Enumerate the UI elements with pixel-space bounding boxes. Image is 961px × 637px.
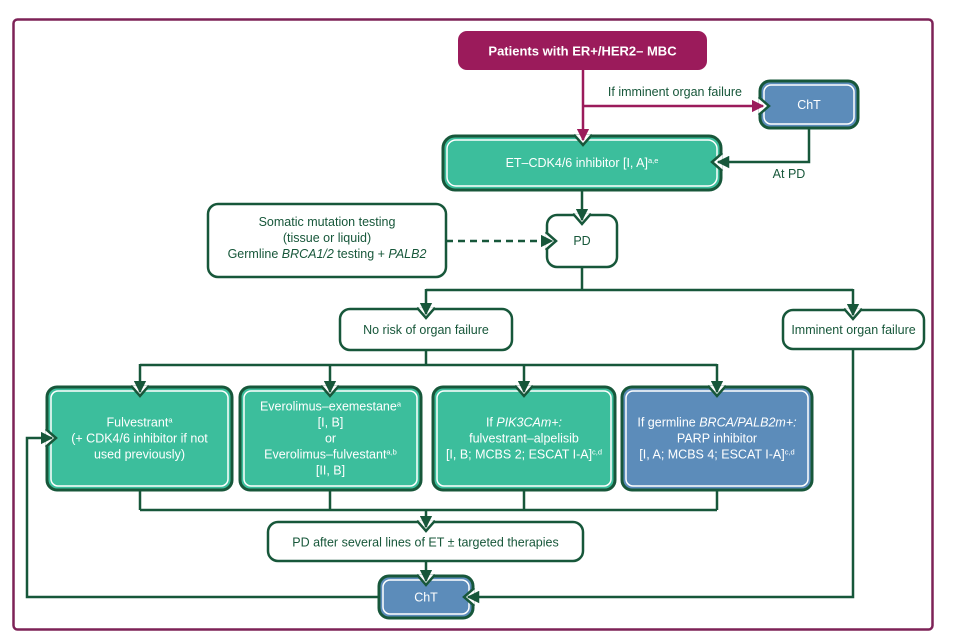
- arrow-imminent-to-cht: [466, 349, 855, 604]
- pd-after-label: PD after several lines of ET ± targeted …: [292, 536, 559, 550]
- et-label: ET–CDK4/6 inhibitor [I, A]a,e: [506, 156, 659, 170]
- svg-text:fulvestrant–alpelisib: fulvestrant–alpelisib: [469, 432, 579, 446]
- cht-bottom-label: ChT: [414, 591, 438, 605]
- svg-text:(+ CDK4/6 inhibitor if not: (+ CDK4/6 inhibitor if not: [71, 432, 208, 446]
- svg-text:[I, A; MCBS 4; ESCAT I-A]c,d: [I, A; MCBS 4; ESCAT I-A]c,d: [639, 448, 794, 462]
- svg-text:If germline BRCA/PALB2m+:: If germline BRCA/PALB2m+:: [637, 416, 796, 430]
- pd-label: PD: [573, 234, 590, 248]
- parp-label: If germline BRCA/PALB2m+: PARP inhibitor…: [637, 416, 796, 462]
- svg-text:used previously): used previously): [94, 448, 185, 462]
- svg-text:[I, B; MCBS 2; ESCAT I-A]c,d: [I, B; MCBS 2; ESCAT I-A]c,d: [446, 448, 602, 462]
- arrow-cht-to-et: [716, 128, 811, 169]
- at-pd-label: At PD: [773, 167, 806, 181]
- svg-text:Everolimus–exemestanea: Everolimus–exemestanea: [260, 400, 402, 414]
- pik3ca-label: If PIK3CAm+: fulvestrant–alpelisib [I, B…: [446, 416, 602, 462]
- fulvestrant-label: Fulvestranta (+ CDK4/6 inhibitor if not …: [71, 416, 208, 462]
- svg-text:(tissue or liquid): (tissue or liquid): [283, 231, 371, 245]
- testing-label: Somatic mutation testing (tissue or liqu…: [228, 215, 427, 261]
- patients-box: [458, 31, 707, 70]
- arrow-loop-to-fulvestrant: [25, 431, 379, 599]
- svg-text:[I, B]: [I, B]: [318, 416, 344, 430]
- patients-label: Patients with ER+/HER2– MBC: [488, 44, 677, 59]
- svg-text:If PIK3CAm+:: If PIK3CAm+:: [486, 416, 562, 430]
- svg-text:Everolimus–fulvestanta,b: Everolimus–fulvestanta,b: [264, 448, 397, 462]
- svg-text:Somatic mutation testing: Somatic mutation testing: [259, 215, 396, 229]
- svg-text:Germline BRCA1/2 testing + PAL: Germline BRCA1/2 testing + PALB2: [228, 247, 427, 261]
- if-imminent-label: If imminent organ failure: [608, 85, 742, 99]
- svg-text:or: or: [325, 432, 336, 446]
- everolimus-label: Everolimus–exemestanea [I, B] or Everoli…: [260, 400, 402, 478]
- connectors: [25, 70, 860, 604]
- svg-text:[II, B]: [II, B]: [316, 464, 345, 478]
- node-patients: [458, 31, 707, 70]
- imminent-label: Imminent organ failure: [791, 323, 915, 337]
- outer-frame: [12, 18, 934, 631]
- cht-top-label: ChT: [797, 98, 821, 112]
- svg-text:PARP inhibitor: PARP inhibitor: [677, 432, 757, 446]
- svg-text:Fulvestranta: Fulvestranta: [106, 416, 173, 430]
- no-risk-label: No risk of organ failure: [363, 323, 489, 337]
